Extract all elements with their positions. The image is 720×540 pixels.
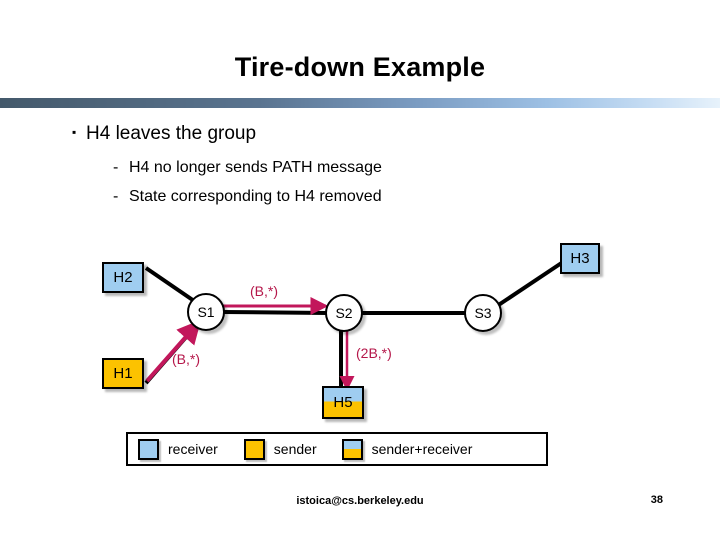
legend-item-sender: sender bbox=[243, 438, 317, 460]
router-label: S1 bbox=[197, 304, 215, 320]
footer-page-number: 38 bbox=[650, 494, 663, 506]
slide-title: Tire-down Example bbox=[234, 52, 486, 82]
bullet-text: H4 leaves the group bbox=[86, 123, 257, 144]
host-label: H2 bbox=[113, 269, 133, 286]
bullet-marker-dash: - bbox=[113, 188, 119, 205]
bullet-item-sub-2: -State corresponding to H4 removed bbox=[113, 188, 382, 206]
legend-item-sender-receiver: sender+receiver bbox=[341, 438, 473, 460]
bullet-marker-square: ▪ bbox=[72, 125, 77, 139]
host-label: H3 bbox=[570, 250, 590, 267]
host-node-h3[interactable]: H3 bbox=[560, 243, 600, 274]
bullet-item-sub-1: -H4 no longer sends PATH message bbox=[113, 159, 382, 177]
router-node-s3[interactable]: S3 bbox=[464, 294, 502, 332]
legend-label: receiver bbox=[168, 441, 218, 457]
host-label: H1 bbox=[113, 365, 133, 382]
flow-label-b-h1-s1: (B,*) bbox=[172, 351, 200, 367]
title-divider-bar bbox=[0, 98, 720, 108]
router-label: S2 bbox=[335, 305, 353, 321]
legend-swatch-sender-icon bbox=[243, 438, 265, 460]
router-label: S3 bbox=[474, 305, 492, 321]
router-node-s1[interactable]: S1 bbox=[187, 293, 225, 331]
footer-email: istoica@cs.berkeley.edu bbox=[296, 495, 424, 507]
legend-swatch-sender-receiver-icon bbox=[341, 438, 363, 460]
bullet-text: H4 no longer sends PATH message bbox=[129, 159, 382, 176]
flow-label-2b-s2-h5: (2B,*) bbox=[356, 345, 392, 361]
router-node-s2[interactable]: S2 bbox=[325, 294, 363, 332]
flow-label-b-s1-s2: (B,*) bbox=[250, 283, 278, 299]
flow-arrow-h1-s1 bbox=[145, 319, 202, 383]
bullet-marker-dash: - bbox=[113, 159, 119, 176]
link-s1-s2 bbox=[222, 310, 329, 315]
host-node-h2[interactable]: H2 bbox=[102, 262, 144, 293]
bullet-item-primary: ▪ H4 leaves the group bbox=[72, 123, 256, 145]
bullet-text: State corresponding to H4 removed bbox=[129, 188, 382, 205]
legend-label: sender+receiver bbox=[371, 441, 473, 457]
host-node-h5[interactable]: H5 bbox=[322, 386, 364, 419]
link-s3-h3 bbox=[495, 260, 565, 308]
legend-label: sender bbox=[273, 441, 317, 457]
legend-box: receiver sender sender+receiver bbox=[126, 432, 548, 466]
host-node-h1[interactable]: H1 bbox=[102, 358, 144, 389]
host-label: H5 bbox=[333, 394, 353, 411]
legend-item-receiver: receiver bbox=[138, 438, 218, 460]
legend-swatch-receiver-icon bbox=[138, 438, 159, 460]
